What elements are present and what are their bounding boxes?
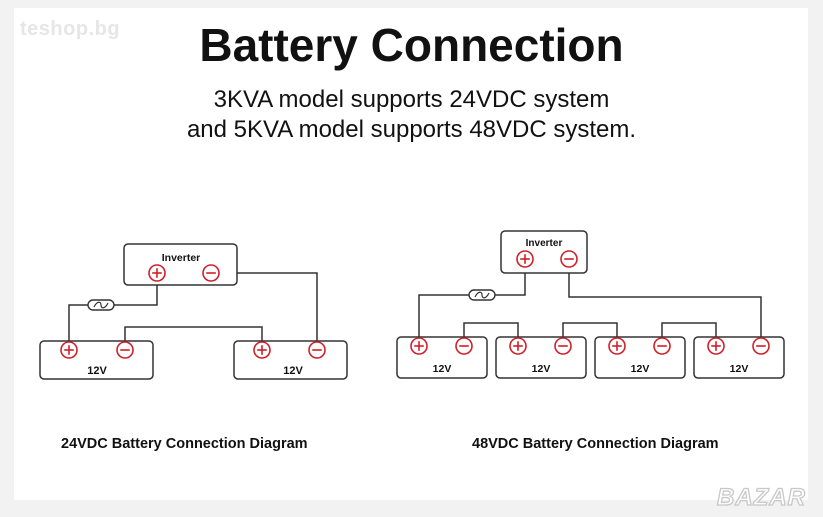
bazar-logo: BAZAR bbox=[716, 483, 806, 511]
positive-terminal-icon bbox=[608, 337, 626, 355]
wire-left-negative-to-battery bbox=[224, 272, 318, 341]
wire-left-series-link bbox=[124, 326, 263, 341]
caption-48vdc: 48VDC Battery Connection Diagram bbox=[472, 436, 719, 452]
wire-right-fuse-to-battery bbox=[418, 294, 469, 337]
negative-terminal-icon bbox=[752, 337, 770, 355]
negative-terminal-icon bbox=[554, 337, 572, 355]
positive-terminal-icon bbox=[148, 264, 166, 282]
positive-terminal-icon bbox=[253, 341, 271, 359]
inverter-label-24v: Inverter bbox=[162, 252, 201, 264]
positive-terminal-icon bbox=[516, 250, 534, 268]
battery-label-48v-4: 12V bbox=[730, 363, 749, 375]
fuse-icon bbox=[468, 289, 496, 301]
fuse-icon bbox=[87, 299, 115, 311]
positive-terminal-icon bbox=[410, 337, 428, 355]
page-title: Battery Connection bbox=[199, 19, 624, 71]
subtitle-line-2: and 5KVA model supports 48VDC system. bbox=[186, 116, 637, 143]
negative-terminal-icon bbox=[116, 341, 134, 359]
caption-24vdc: 24VDC Battery Connection Diagram bbox=[61, 436, 308, 452]
negative-terminal-icon bbox=[308, 341, 326, 359]
subtitle-line-1: 3KVA model supports 24VDC system bbox=[213, 86, 610, 113]
battery-label-48v-1: 12V bbox=[433, 363, 452, 375]
battery-label-48v-2: 12V bbox=[532, 363, 551, 375]
battery-label-24v-1: 12V bbox=[87, 365, 107, 377]
negative-terminal-icon bbox=[202, 264, 220, 282]
wire-left-fuse-to-battery bbox=[68, 304, 88, 341]
diagram-24vdc bbox=[39, 243, 348, 380]
negative-terminal-icon bbox=[455, 337, 473, 355]
inverter-label-48v: Inverter bbox=[526, 238, 563, 249]
battery-label-24v-2: 12V bbox=[283, 365, 303, 377]
negative-terminal-icon bbox=[653, 337, 671, 355]
wire-right-series-link-3 bbox=[661, 322, 717, 337]
wire-right-series-link-1 bbox=[463, 322, 519, 337]
diagram-48vdc bbox=[396, 230, 785, 379]
positive-terminal-icon bbox=[60, 341, 78, 359]
inverter-box-24v bbox=[123, 243, 238, 286]
positive-terminal-icon bbox=[509, 337, 527, 355]
wire-right-positive-to-fuse bbox=[495, 272, 526, 296]
wire-right-series-link-2 bbox=[562, 322, 618, 337]
watermark: teshop.bg bbox=[20, 18, 121, 40]
battery-label-48v-3: 12V bbox=[631, 363, 650, 375]
wire-left-positive-to-fuse bbox=[114, 285, 158, 306]
negative-terminal-icon bbox=[560, 250, 578, 268]
wire-right-negative-to-battery bbox=[568, 272, 762, 337]
positive-terminal-icon bbox=[707, 337, 725, 355]
svg-text:BAZAR: BAZAR bbox=[717, 484, 806, 511]
